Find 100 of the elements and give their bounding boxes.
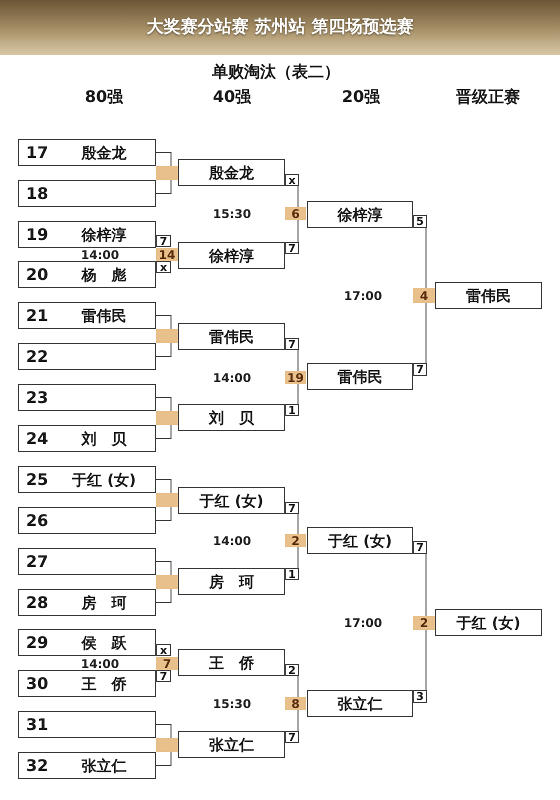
score-box: 3	[413, 690, 427, 703]
match-time: 15:30	[212, 698, 252, 710]
bracket-slot	[178, 487, 285, 514]
match-number-tag: 14	[156, 248, 178, 261]
match-number-tag: 7	[156, 657, 178, 670]
bracket-line	[156, 315, 172, 330]
bracket-slot	[307, 201, 413, 228]
subtitle: 单败淘汰（表二）	[212, 62, 340, 82]
score-box: 7	[413, 541, 427, 554]
match-number-tag: 19	[285, 371, 306, 384]
score-box: 7	[156, 235, 171, 247]
score-box: 7	[156, 670, 171, 682]
seed-number: 23	[26, 388, 48, 406]
player-name: 雷伟民	[82, 306, 126, 324]
player-name: 侯 跃	[82, 634, 126, 652]
player-name: 雷伟民	[338, 368, 382, 386]
score-box: x	[285, 174, 299, 186]
bracket-slot	[18, 548, 156, 575]
match-number-tag: 2	[413, 616, 435, 630]
bracket-slot	[18, 343, 156, 370]
seed-number: 30	[26, 674, 48, 692]
bracket-slot	[178, 731, 285, 758]
bracket-slot	[18, 425, 156, 452]
round-header: 80强	[84, 87, 124, 107]
seed-number: 26	[26, 512, 48, 530]
bracket-slot	[435, 609, 542, 636]
bracket-slot	[178, 159, 285, 186]
bracket-line	[156, 724, 172, 738]
seed-number: 20	[26, 266, 48, 284]
seed-number: 25	[26, 470, 48, 488]
seed-number: 32	[26, 756, 48, 774]
player-name: 于红 (女)	[328, 532, 392, 550]
bracket-slot	[435, 282, 542, 309]
bracket-line	[156, 424, 172, 439]
bracket-slot	[178, 323, 285, 350]
player-name: 徐梓淳	[338, 206, 382, 224]
bracket-line	[156, 561, 172, 576]
seed-number: 19	[26, 226, 48, 244]
seed-number: 24	[26, 430, 48, 448]
match-tag	[156, 411, 178, 425]
score-box: 7	[285, 338, 299, 350]
player-name: 殷金龙	[209, 164, 254, 182]
bracket-slot	[18, 139, 156, 166]
player-name: 王 侨	[209, 654, 254, 672]
seed-number: 17	[26, 144, 48, 162]
seed-number: 27	[26, 552, 48, 570]
match-time: 14:00	[212, 534, 252, 546]
round-header: 40强	[212, 87, 252, 107]
score-box: 2	[285, 664, 299, 676]
player-name: 于红 (女)	[200, 492, 264, 510]
seed-number: 21	[26, 306, 48, 324]
player-name: 张立仁	[209, 736, 254, 754]
bracket-slot	[18, 629, 156, 656]
player-name: 刘 贝	[209, 408, 254, 426]
match-number-tag: 2	[285, 534, 306, 547]
score-box: x	[156, 644, 171, 656]
score-box: 7	[285, 731, 299, 743]
player-name: 王 侨	[82, 674, 126, 692]
bracket-slot	[307, 690, 413, 717]
match-number-tag: 8	[285, 697, 306, 710]
match-time: 17:00	[344, 617, 382, 629]
seed-number: 22	[26, 348, 48, 366]
player-name: 房 珂	[82, 594, 126, 612]
bracket-slot	[18, 670, 156, 697]
bracket-slot	[18, 180, 156, 207]
match-number-tag: 6	[285, 207, 306, 220]
round-header: 20强	[342, 87, 380, 107]
bracket-line	[156, 180, 172, 194]
bracket-line	[156, 152, 172, 166]
player-name: 刘 贝	[82, 430, 126, 448]
match-time: 17:00	[344, 290, 382, 302]
bracket-slot	[307, 363, 413, 390]
score-box: 7	[285, 242, 299, 254]
bracket-slot	[18, 302, 156, 329]
bracket-slot	[18, 466, 156, 493]
bracket-line	[156, 342, 172, 357]
match-tag	[156, 575, 178, 589]
match-time: 14:00	[212, 372, 252, 384]
player-name: 于红 (女)	[456, 614, 520, 632]
player-name: 房 珂	[209, 572, 254, 590]
bracket-line	[156, 479, 172, 494]
seed-number: 28	[26, 594, 48, 612]
match-time: 15:30	[212, 208, 252, 220]
bracket-slot	[18, 752, 156, 779]
round-header: 晋级正赛	[456, 87, 520, 107]
bracket-line	[156, 397, 172, 412]
match-time: 14:00	[80, 248, 120, 260]
player-name: 张立仁	[338, 694, 382, 712]
player-name: 于红 (女)	[72, 470, 136, 488]
match-tag	[156, 493, 178, 507]
player-name: 徐梓淳	[82, 226, 126, 244]
player-name: 雷伟民	[466, 286, 511, 304]
player-name: 殷金龙	[82, 144, 126, 162]
player-name: 张立仁	[82, 756, 126, 774]
score-box: 1	[285, 404, 299, 416]
title: 大奖赛分站赛 苏州站 第四场预选赛	[146, 16, 414, 39]
bracket-slot	[18, 261, 156, 288]
bracket-line	[156, 506, 172, 521]
bracket-slot	[178, 568, 285, 595]
match-tag	[156, 329, 178, 343]
